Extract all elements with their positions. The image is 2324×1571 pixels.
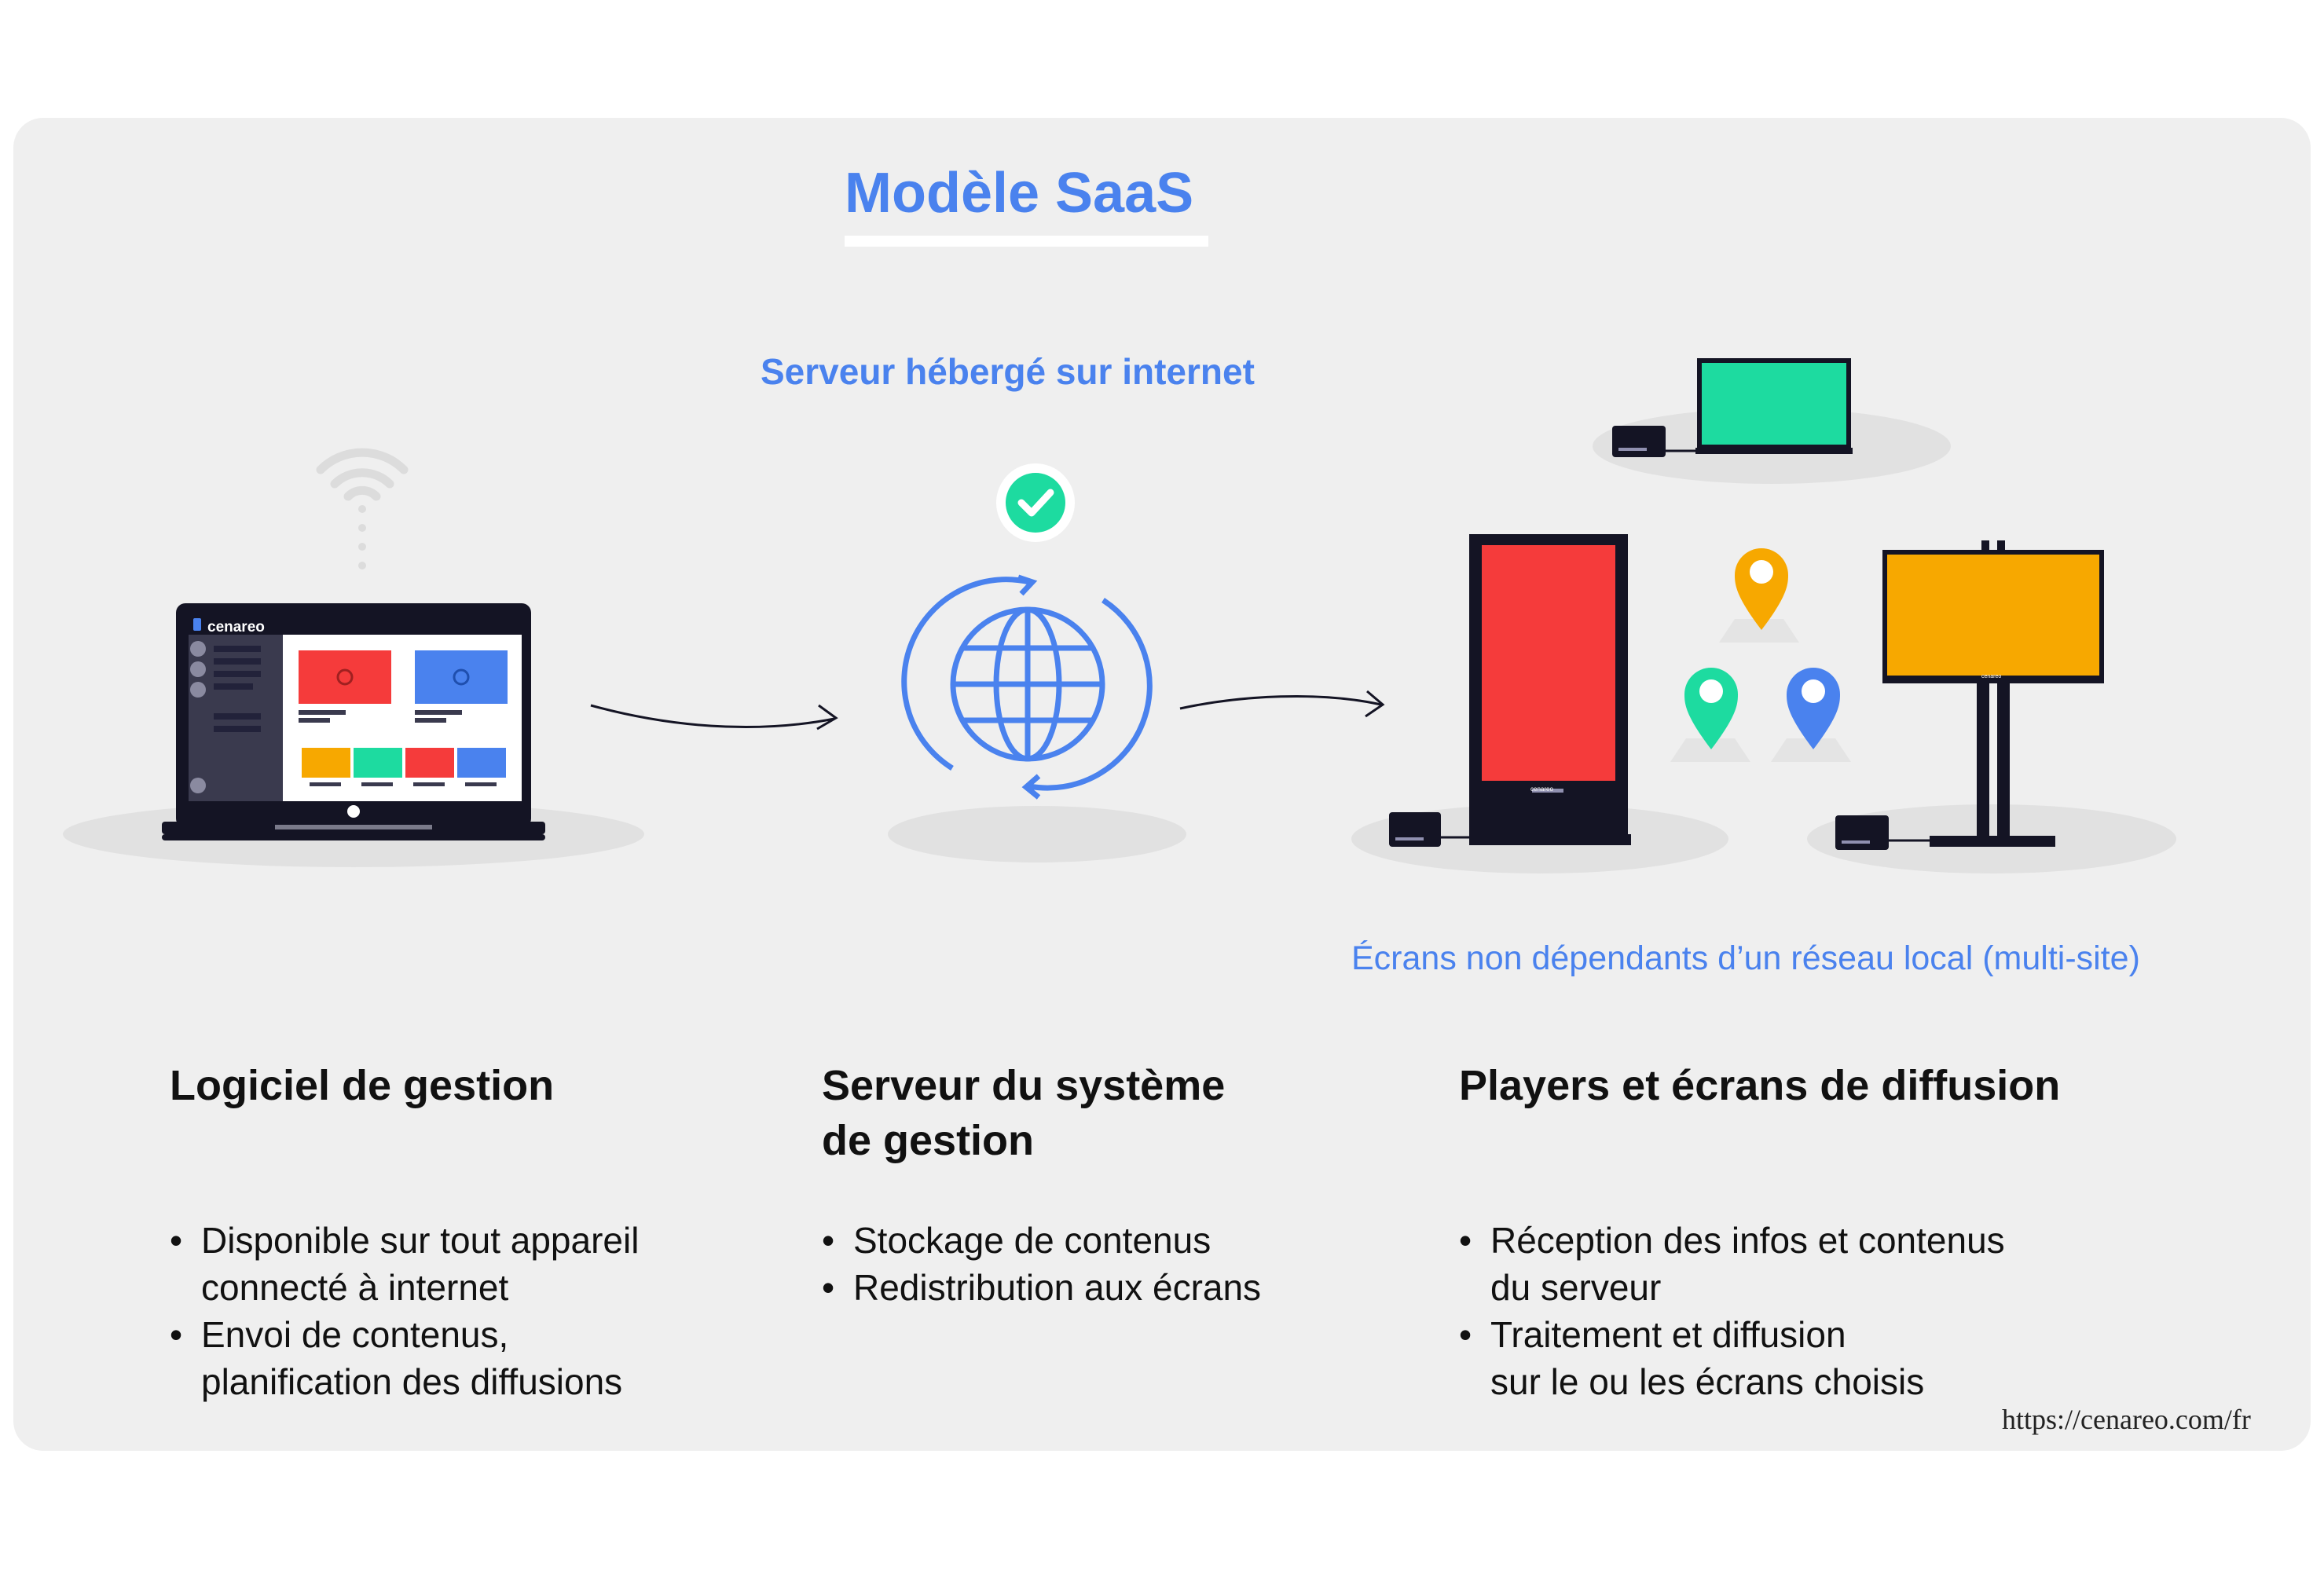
location-pin-green-icon <box>1670 668 1750 762</box>
arrow-laptop-to-server <box>590 704 835 728</box>
column-management-software: Logiciel de gestion Disponible sur tout … <box>170 1058 798 1405</box>
stand-brand-label: cenareo <box>1981 674 2002 679</box>
column-management-server: Serveur du système de gestion Stockage d… <box>822 1058 1450 1311</box>
bullet-item: Envoi de contenus,planification des diff… <box>170 1311 798 1405</box>
wifi-icon <box>316 448 409 569</box>
server-caption: Serveur hébergé sur internet <box>761 351 1255 392</box>
bullet-list: Stockage de contenus Redistribution aux … <box>822 1217 1450 1311</box>
bullet-item: Stockage de contenus <box>822 1217 1450 1264</box>
column-players-screens: Players et écrans de diffusion Réception… <box>1459 1058 2245 1405</box>
bullet-item: Redistribution aux écrans <box>822 1264 1450 1311</box>
laptop-icon <box>162 603 545 840</box>
source-url[interactable]: https://cenareo.com/fr <box>2002 1404 2251 1435</box>
monitor-icon <box>1612 358 1853 457</box>
location-pin-orange-icon <box>1719 548 1799 643</box>
stand-display-icon <box>1835 540 2104 850</box>
laptop-brand-label: cenareo <box>207 619 265 635</box>
page-title: Modèle SaaS <box>845 162 1194 225</box>
column-heading: Logiciel de gestion <box>170 1062 555 1109</box>
screens-caption: Écrans non dépendants d’un réseau local … <box>1351 939 2140 977</box>
title-underline <box>845 236 1208 247</box>
arrow-server-to-screens <box>1179 694 1382 710</box>
check-icon <box>996 463 1075 542</box>
column-heading: Players et écrans de diffusion <box>1459 1062 2061 1109</box>
globe-shadow <box>888 806 1186 862</box>
kiosk-screen-icon <box>1389 534 1631 847</box>
location-pin-blue-icon <box>1771 668 1851 762</box>
kiosk-brand-label: cenareo <box>1530 786 1553 793</box>
globe-icon <box>901 574 1153 800</box>
column-heading: Serveur du système de gestion <box>822 1062 1226 1164</box>
